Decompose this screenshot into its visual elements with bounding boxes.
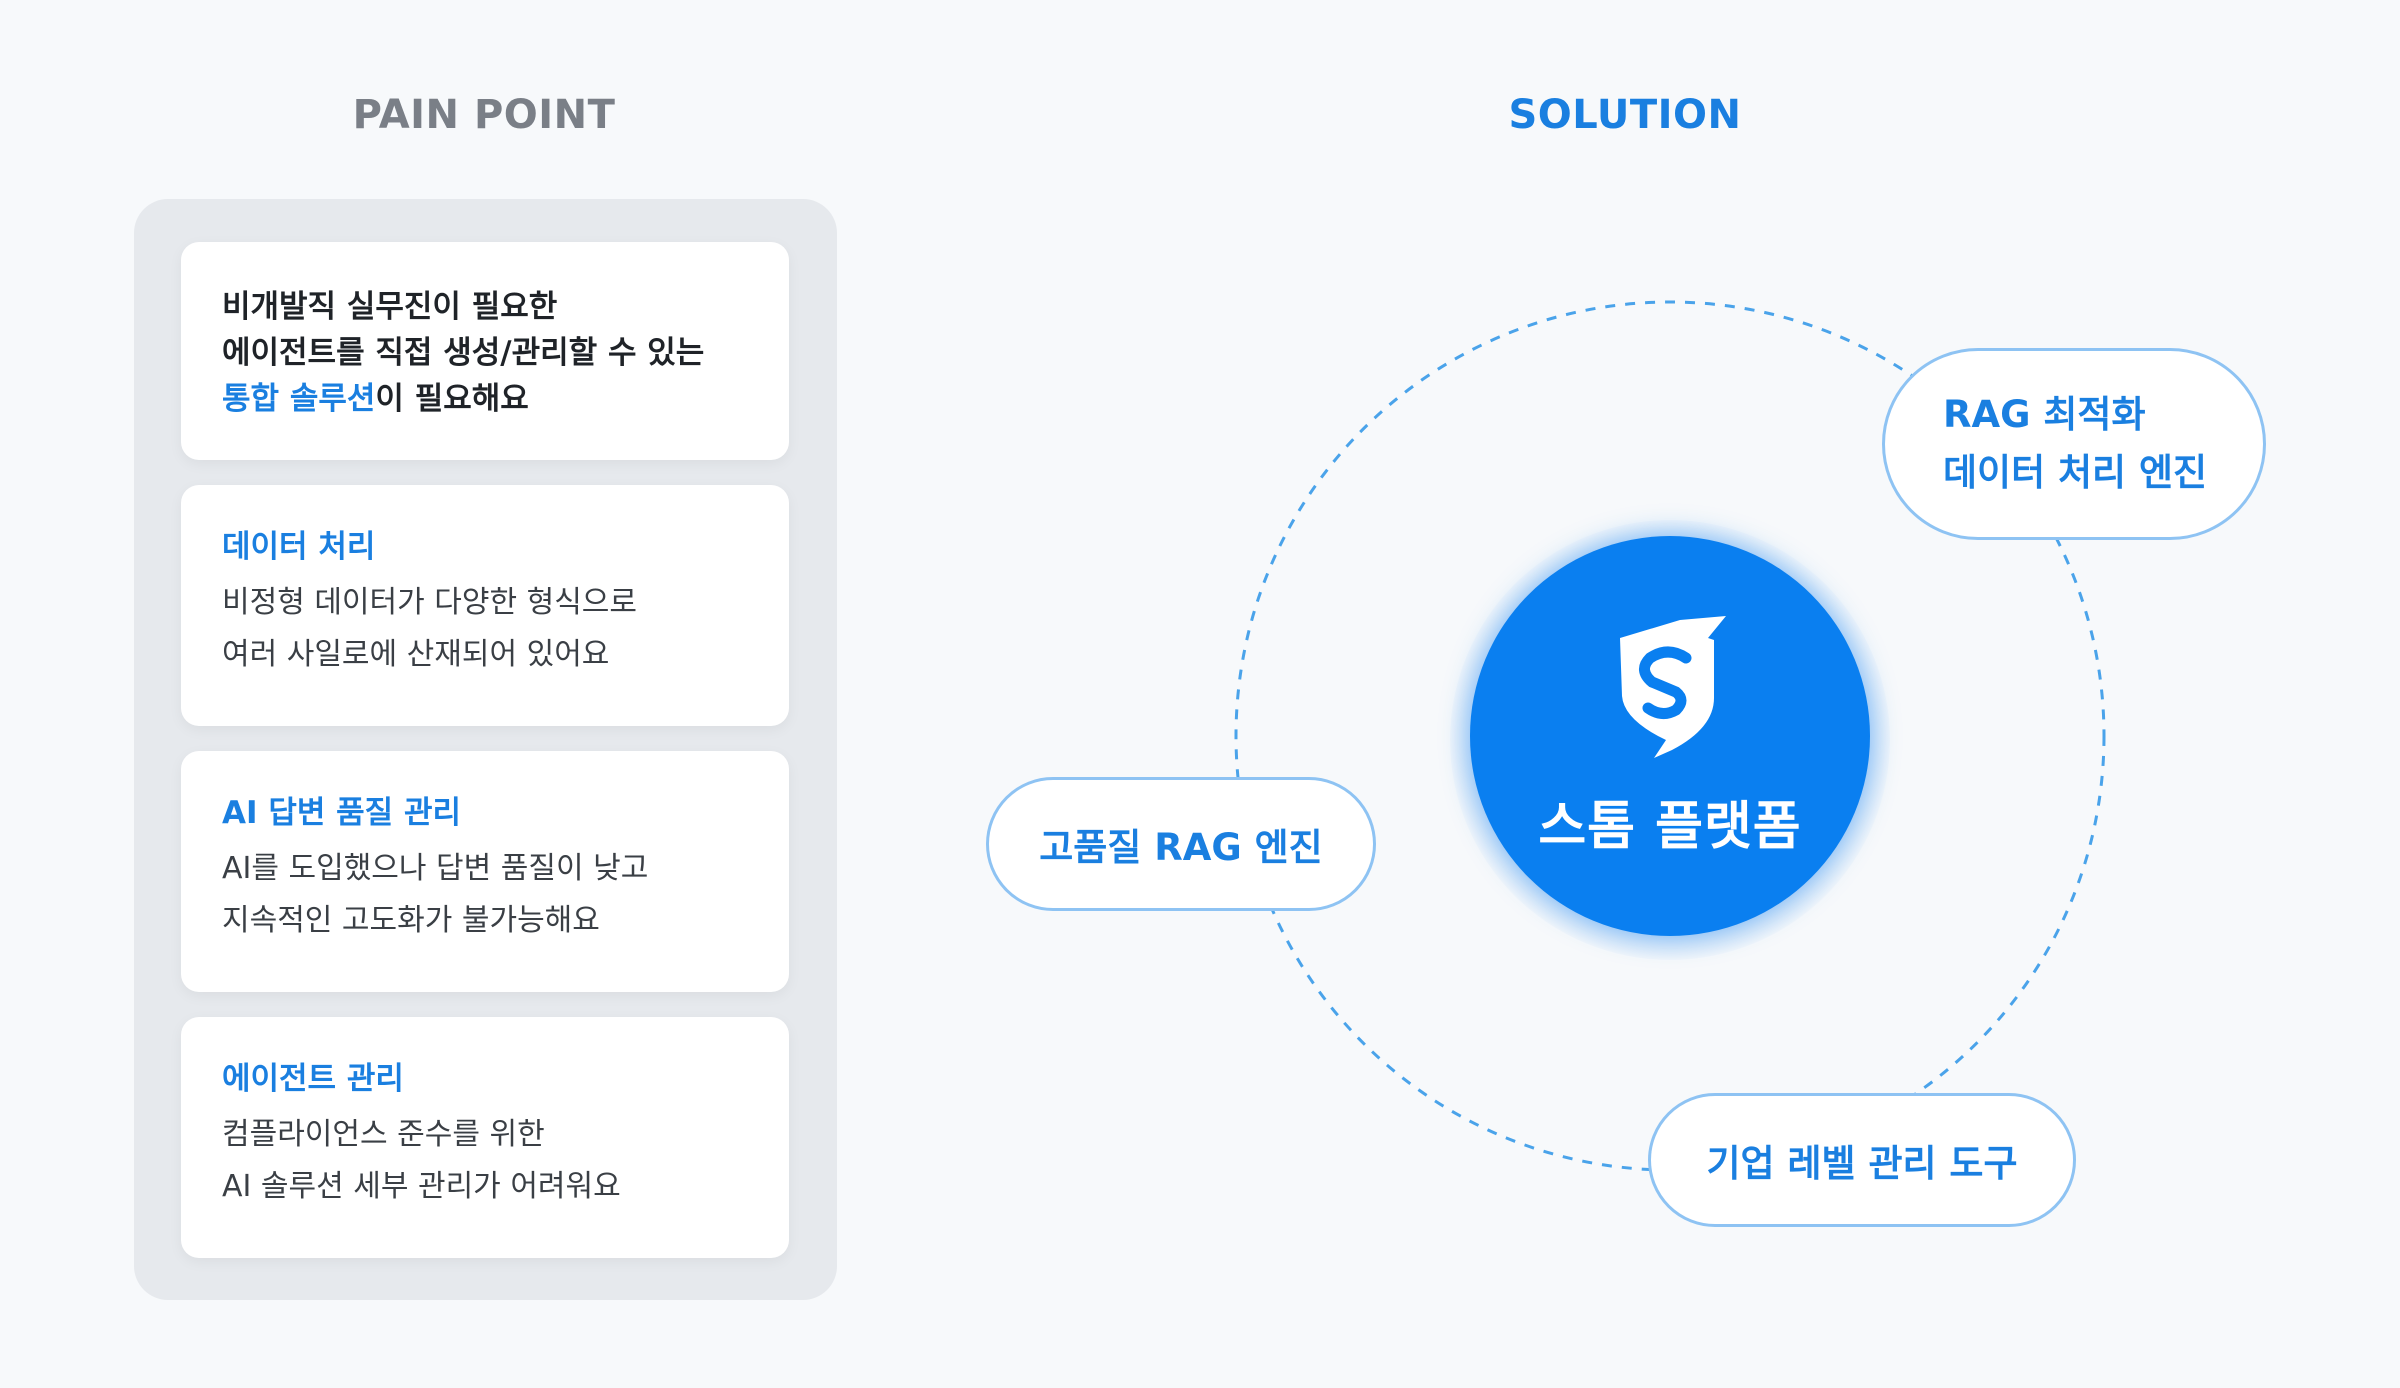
pain-card-title: AI 답변 품질 관리 (222, 795, 462, 831)
node-line-1: RAG 최적화 (1943, 393, 2146, 436)
pain-card-ai-quality: AI 답변 품질 관리 AI를 도입했으나 답변 품질이 낮고 지속적인 고도화… (181, 751, 789, 992)
solution-node-rag-engine: 고품질 RAG 엔진 (986, 777, 1376, 911)
pain-card-line-2: AI 솔루션 세부 관리가 어려워요 (222, 1169, 621, 1204)
hub-label: 스톰 플랫폼 (1538, 797, 1802, 857)
solution-node-rag-data-engine: RAG 최적화 데이터 처리 엔진 (1882, 348, 2266, 540)
pain-card-title: 데이터 처리 (222, 529, 376, 565)
pain-card-data-processing: 데이터 처리 비정형 데이터가 다양한 형식으로 여러 사일로에 산재되어 있어… (181, 485, 789, 726)
pain-card-line-1: 비정형 데이터가 다양한 형식으로 (222, 585, 638, 620)
intro-line-3: 통합 솔루션이 필요해요 (222, 376, 749, 422)
pain-card-line-2: 여러 사일로에 산재되어 있어요 (222, 637, 610, 672)
pain-point-title: PAIN POINT (352, 92, 616, 138)
pain-card-line-1: 컴플라이언스 준수를 위한 (222, 1117, 545, 1152)
intro-highlight: 통합 솔루션 (222, 381, 376, 417)
intro-line-1: 비개발직 실무진이 필요한 (222, 289, 558, 325)
pain-card-title: 에이전트 관리 (222, 1061, 404, 1097)
storm-logo-icon (1620, 616, 1726, 758)
node-label: 기업 레벨 관리 도구 (1706, 1142, 2018, 1185)
pain-intro-card: 비개발직 실무진이 필요한 에이전트를 직접 생성/관리할 수 있는 통합 솔루… (181, 242, 789, 460)
solution-node-management-tool: 기업 레벨 관리 도구 (1648, 1093, 2076, 1227)
pain-card-line-2: 지속적인 고도화가 불가능해요 (222, 903, 600, 938)
pain-card-line-1: AI를 도입했으나 답변 품질이 낮고 (222, 851, 649, 886)
node-label: 고품질 RAG 엔진 (1039, 826, 1323, 869)
intro-line-2: 에이전트를 직접 생성/관리할 수 있는 (222, 335, 705, 371)
solution-title: SOLUTION (1508, 92, 1742, 138)
intro-line-3-rest: 이 필요해요 (375, 381, 529, 417)
node-line-2: 데이터 처리 엔진 (1943, 451, 2208, 494)
pain-card-agent-management: 에이전트 관리 컴플라이언스 준수를 위한 AI 솔루션 세부 관리가 어려워요 (181, 1017, 789, 1258)
